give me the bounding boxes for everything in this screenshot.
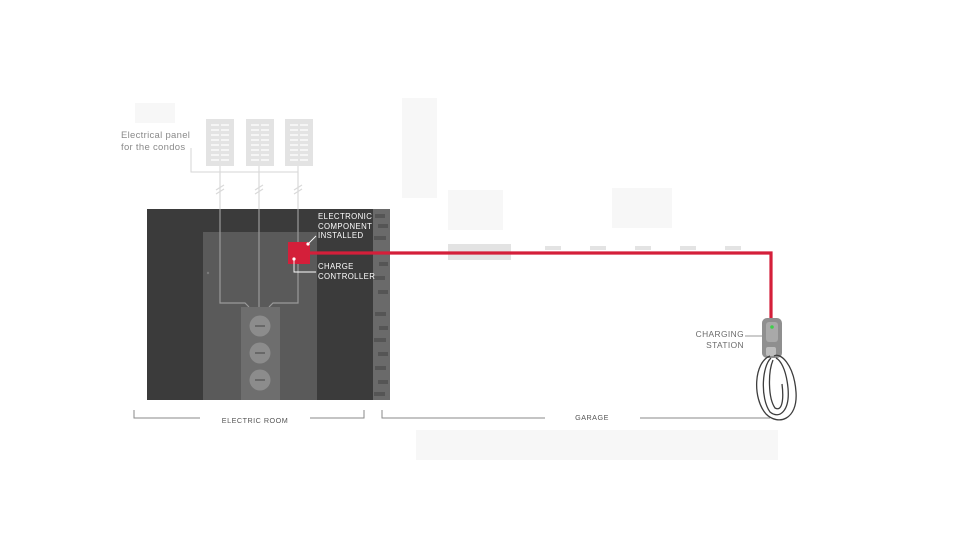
electric-room: [147, 209, 373, 400]
feeder-lines: [215, 172, 303, 210]
electrical-panel-icon: [246, 119, 274, 166]
section-brackets: [133, 410, 770, 419]
status-led-icon: [770, 325, 774, 329]
charging-station-label: CHARGING STATION: [695, 329, 744, 350]
charging-cable-run: [310, 251, 773, 322]
electronic-component-label: ELECTRONIC COMPONENT INSTALLED: [318, 212, 373, 241]
garage-label: GARAGE: [575, 413, 609, 422]
ev-charging-station-icon: [745, 318, 797, 421]
electrical-panel-label: Electrical panel for the condos: [121, 130, 191, 153]
charge-controller-label: CHARGE CONTROLLER: [318, 262, 376, 281]
panel-label-leader: [190, 148, 298, 173]
electrical-panel-icon: [206, 119, 234, 166]
background-ghost-shapes: [135, 98, 778, 460]
electric-room-label: ELECTRIC ROOM: [221, 416, 289, 425]
condo-electrical-panels: [190, 119, 313, 173]
charge-controller-box: [288, 235, 317, 273]
electrical-panel-icon: [285, 119, 313, 166]
meter-icon: [241, 307, 280, 400]
brick-wall: [373, 209, 390, 400]
